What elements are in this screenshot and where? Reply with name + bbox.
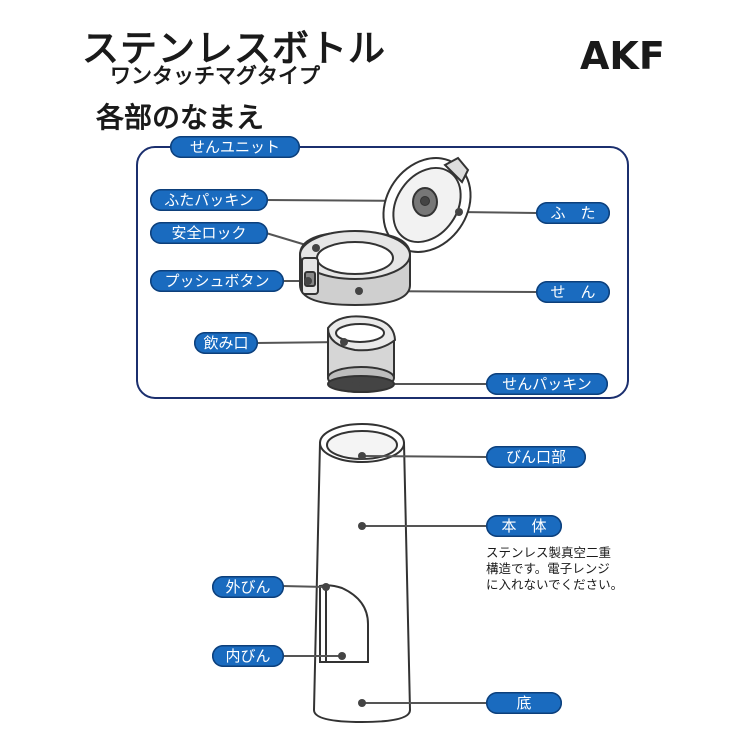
label-stopper-gasket: せんパッキン bbox=[486, 373, 608, 395]
body-note-line: 構造です。電子レンジ bbox=[486, 561, 610, 576]
bottle-illustration bbox=[312, 423, 412, 724]
leader-lines-bottle bbox=[281, 455, 488, 704]
label-safety-lock: 安全ロック bbox=[150, 222, 268, 244]
brand-name: AKF bbox=[580, 34, 665, 78]
label-body: 本 体 bbox=[486, 515, 562, 537]
lid-illustration bbox=[382, 156, 472, 260]
label-outer-wall: 外びん bbox=[212, 576, 284, 598]
label-lid-gasket: ふたパッキン bbox=[150, 189, 268, 211]
label-push-button: プッシュボタン bbox=[150, 270, 284, 292]
label-bottom: 底 bbox=[486, 692, 562, 714]
leader-dots-lid bbox=[304, 197, 463, 388]
body-note-line: に入れないでください。 bbox=[486, 577, 624, 592]
label-bottle-mouth: びん口部 bbox=[486, 446, 586, 468]
stopper-illustration bbox=[299, 230, 411, 307]
mouthpiece-illustration bbox=[326, 315, 397, 394]
label-lid: ふ た bbox=[536, 202, 610, 224]
label-stopper: せ ん bbox=[536, 281, 610, 303]
body-note-line: ステンレス製真空二重 bbox=[486, 545, 612, 560]
lid-unit-group-label: せんユニット bbox=[170, 136, 300, 158]
body-note: ステンレス製真空二重 構造です。電子レンジ に入れないでください。 bbox=[486, 545, 656, 593]
leader-dots-bottle bbox=[322, 452, 366, 707]
product-subtitle: ワンタッチマグタイプ bbox=[110, 64, 320, 88]
lid-unit-frame bbox=[136, 146, 629, 399]
label-drinking-mouth: 飲み口 bbox=[194, 332, 258, 354]
section-heading: 各部のなまえ bbox=[96, 101, 265, 134]
label-inner-wall: 内びん bbox=[212, 645, 284, 667]
product-title: ステンレスボトル bbox=[82, 27, 386, 70]
